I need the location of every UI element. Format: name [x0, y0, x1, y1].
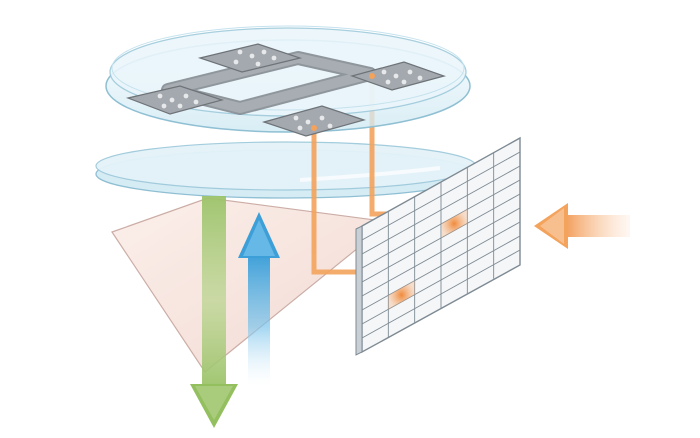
grid-row-line — [361, 207, 521, 297]
electrode-pad-bottom — [261, 105, 367, 137]
active-pad-bottom — [311, 125, 317, 131]
active-pad-right — [369, 73, 375, 79]
green-output-beam — [190, 196, 238, 428]
detector-grid — [355, 136, 521, 356]
electrode-pad-left — [125, 85, 225, 115]
electrode-chip — [125, 43, 447, 137]
grid-row-line — [361, 151, 521, 241]
grid-row-line — [361, 165, 521, 255]
glass-coverslip — [95, 141, 477, 199]
detector-hotspot-cell — [388, 280, 415, 310]
electrode-pad-top — [197, 43, 303, 73]
grid-row-line — [361, 249, 521, 339]
incoming-light-arrow — [534, 203, 630, 249]
blue-input-beam — [238, 212, 280, 386]
detector-hotspot-cell — [441, 209, 468, 238]
